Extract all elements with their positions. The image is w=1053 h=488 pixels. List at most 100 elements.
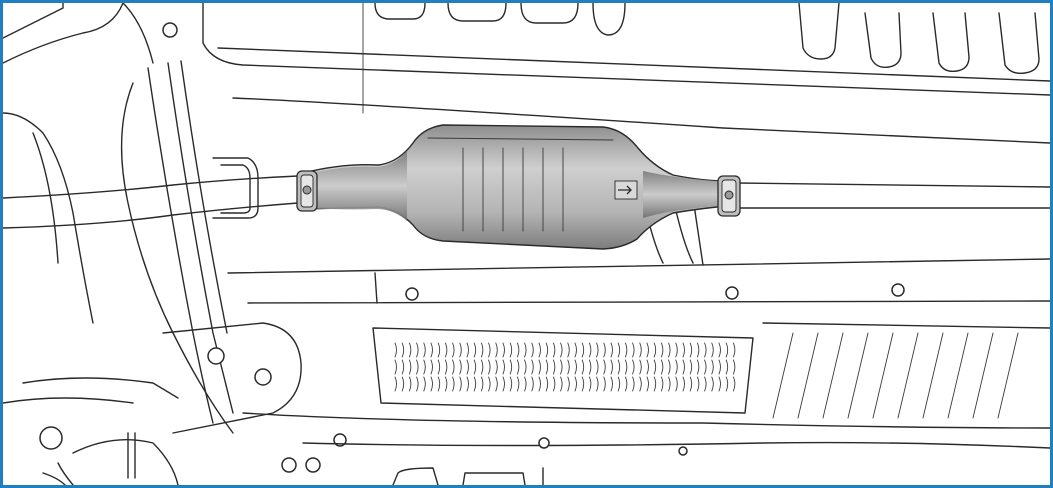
rib-line bbox=[660, 376, 664, 392]
rib-line bbox=[473, 376, 477, 392]
side-rail bbox=[227, 197, 1050, 304]
rib-line bbox=[711, 342, 714, 358]
rib-line bbox=[401, 342, 405, 358]
rib-line bbox=[408, 359, 412, 375]
rib-line bbox=[696, 376, 700, 392]
rib-line bbox=[624, 359, 628, 375]
rib-line bbox=[545, 342, 549, 358]
rib-line bbox=[682, 342, 685, 358]
rib-line bbox=[682, 376, 685, 392]
rib-line bbox=[423, 359, 426, 375]
rib-line bbox=[653, 342, 657, 358]
rib-line bbox=[452, 342, 455, 358]
rib-line bbox=[617, 376, 621, 392]
rib-line bbox=[502, 359, 505, 375]
rib-line bbox=[488, 342, 491, 358]
rib-line bbox=[444, 359, 448, 375]
rib-line bbox=[639, 376, 642, 392]
rib-line bbox=[588, 342, 592, 358]
rib-line bbox=[596, 376, 599, 392]
rib-line bbox=[675, 359, 678, 375]
rib-line bbox=[704, 342, 707, 358]
rib-line bbox=[495, 376, 498, 392]
rear-floor-ribs bbox=[772, 332, 1019, 419]
rib-line bbox=[552, 359, 556, 375]
rib-line bbox=[682, 359, 685, 375]
rib-line bbox=[581, 342, 585, 358]
rib-line bbox=[516, 359, 520, 375]
rib-line bbox=[596, 342, 599, 358]
rib-line bbox=[711, 359, 714, 375]
exhaust-clamp-icon bbox=[717, 175, 741, 217]
rib-line bbox=[480, 342, 484, 358]
rib-line bbox=[668, 376, 671, 392]
rib-line bbox=[632, 342, 635, 358]
floor-rib-line bbox=[772, 332, 794, 419]
rib-line bbox=[689, 342, 693, 358]
rib-line bbox=[430, 359, 433, 375]
rib-line bbox=[531, 376, 534, 392]
rib-line bbox=[567, 342, 570, 358]
rib-line bbox=[538, 359, 541, 375]
rib-line bbox=[531, 359, 534, 375]
floor-rib-line bbox=[872, 332, 894, 419]
rib-line bbox=[524, 359, 527, 375]
rib-line bbox=[588, 376, 592, 392]
rib-line bbox=[732, 376, 736, 392]
rib-line bbox=[408, 376, 412, 392]
rib-line bbox=[452, 359, 455, 375]
rib-line bbox=[668, 342, 671, 358]
rib-line bbox=[480, 359, 484, 375]
exhaust-catalytic-converter-icon bbox=[302, 124, 729, 250]
rib-line bbox=[725, 342, 729, 358]
rib-line bbox=[459, 376, 462, 392]
rib-line bbox=[588, 359, 592, 375]
rib-line bbox=[560, 376, 563, 392]
rib-line bbox=[452, 376, 455, 392]
rib-line bbox=[704, 376, 707, 392]
exhaust-pipe bbox=[3, 175, 1050, 229]
rib-line bbox=[394, 359, 397, 375]
rib-line bbox=[437, 359, 441, 375]
rib-line bbox=[696, 359, 700, 375]
underbody-diagram bbox=[3, 3, 1050, 485]
rib-line bbox=[545, 376, 549, 392]
rib-line bbox=[430, 376, 433, 392]
rib-line bbox=[603, 359, 606, 375]
rib-line bbox=[401, 376, 405, 392]
rib-line bbox=[560, 359, 563, 375]
rib-line bbox=[632, 376, 635, 392]
rib-line bbox=[639, 342, 642, 358]
rib-line bbox=[624, 376, 628, 392]
rib-line bbox=[524, 342, 527, 358]
rib-line bbox=[603, 376, 606, 392]
rib-line bbox=[617, 342, 621, 358]
rib-line bbox=[646, 342, 649, 358]
rib-line bbox=[466, 376, 469, 392]
rib-line bbox=[725, 359, 729, 375]
rib-line bbox=[660, 359, 664, 375]
floor-rib-line bbox=[822, 332, 844, 419]
direction-arrow-icon bbox=[614, 180, 638, 200]
rib-line bbox=[416, 359, 419, 375]
floor-rib-line bbox=[997, 332, 1019, 419]
rib-line bbox=[473, 359, 477, 375]
rib-line bbox=[574, 359, 577, 375]
floor-rib-line bbox=[972, 332, 994, 419]
rib-line bbox=[639, 359, 642, 375]
rib-line bbox=[394, 376, 397, 392]
rib-line bbox=[437, 342, 441, 358]
rib-line bbox=[430, 342, 433, 358]
floor-rib-line bbox=[922, 332, 944, 419]
rear-floor-panel bbox=[242, 322, 1050, 485]
rib-line bbox=[423, 342, 426, 358]
rib-line bbox=[718, 376, 721, 392]
rib-line bbox=[552, 342, 556, 358]
rib-line bbox=[653, 376, 657, 392]
rib-line bbox=[516, 342, 520, 358]
floor-rib-line bbox=[897, 332, 919, 419]
rib-line bbox=[567, 376, 570, 392]
rib-line bbox=[538, 342, 541, 358]
rib-line bbox=[408, 342, 412, 358]
rib-line bbox=[509, 342, 513, 358]
